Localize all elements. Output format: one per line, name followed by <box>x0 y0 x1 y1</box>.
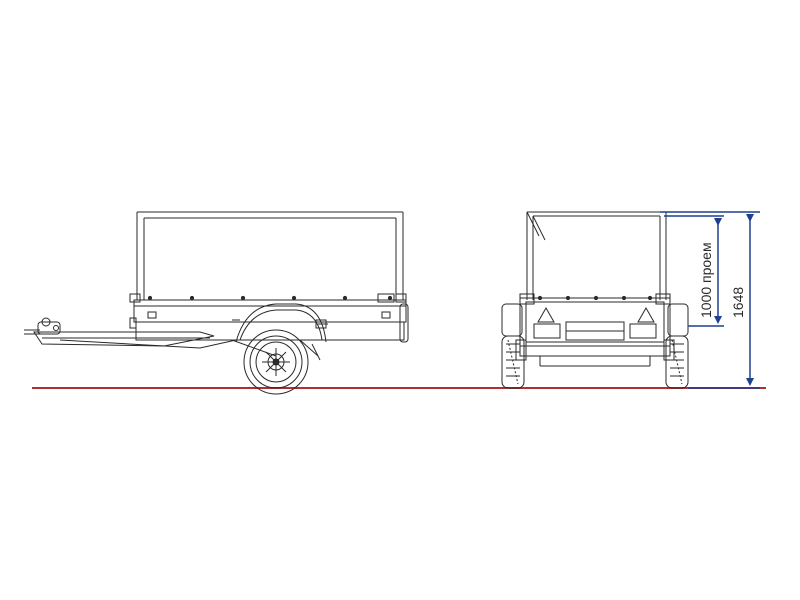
side-wheel <box>243 329 309 395</box>
side-coupling <box>24 317 61 335</box>
rear-wheel-left <box>501 335 527 389</box>
rear-chassis <box>519 345 671 367</box>
rear-view <box>501 211 689 389</box>
side-view <box>24 211 409 395</box>
opening-dimension-label: 1000 проем <box>698 242 714 318</box>
side-canopy-frame <box>136 211 404 300</box>
rear-wheel-right <box>663 335 689 389</box>
dimension-lines <box>660 211 760 389</box>
side-cargo-box <box>129 293 409 343</box>
side-fender <box>232 303 328 343</box>
rear-panel <box>519 293 671 347</box>
height-dimension-label: 1648 <box>730 287 746 318</box>
side-drawbar <box>33 331 237 349</box>
rear-canopy-frame <box>526 211 667 300</box>
